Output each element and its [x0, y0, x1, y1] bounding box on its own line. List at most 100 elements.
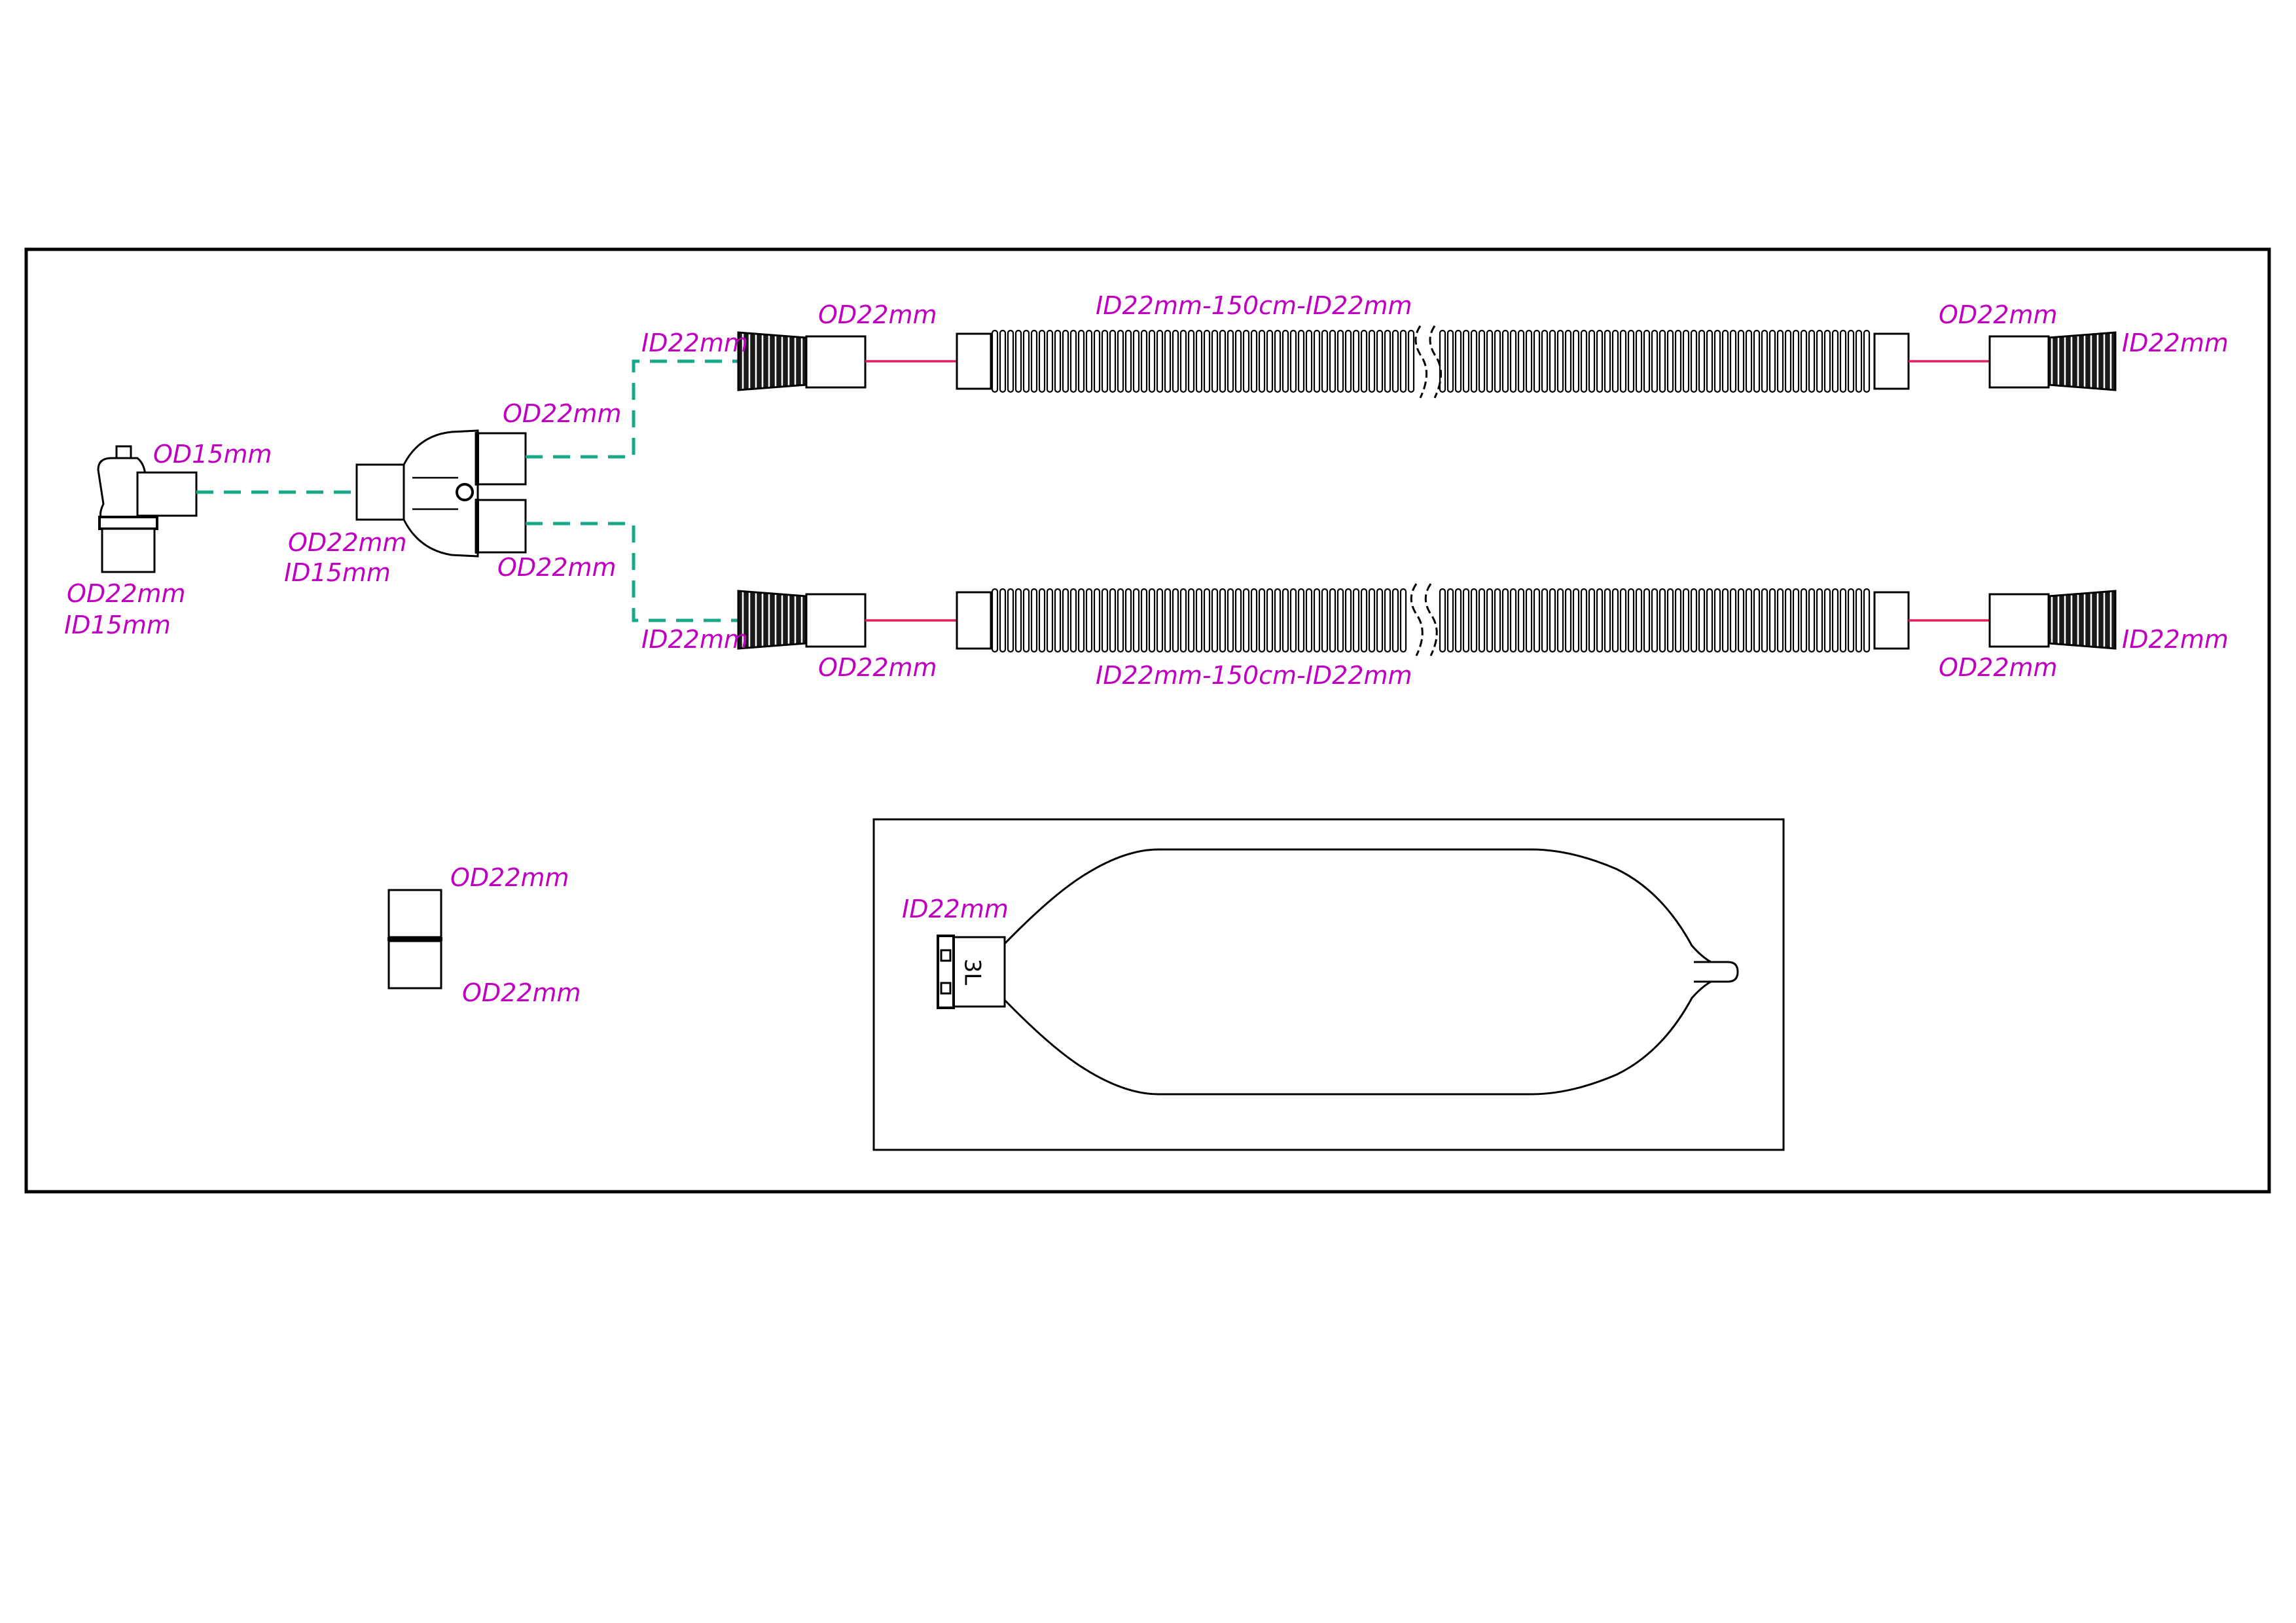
tube-rib	[1604, 329, 1611, 393]
bottom-tube-break-mark	[1424, 583, 1438, 656]
tube-rib	[1839, 329, 1847, 393]
tube-rib	[1211, 588, 1219, 653]
tube-rib	[1274, 329, 1282, 393]
bottom-tube-left-cuff	[956, 591, 992, 650]
tube-rib	[1588, 588, 1596, 653]
label-bottom-tube: ID22mm-150cm-ID22mm	[1096, 661, 1412, 690]
tube-rib	[1344, 329, 1352, 393]
tube-rib	[1564, 588, 1572, 653]
top-right-cuff	[2047, 331, 2117, 391]
tube-rib	[1549, 329, 1556, 393]
tube-rib	[1352, 588, 1360, 653]
label-wye-bottom-od: OD22mm	[497, 553, 617, 582]
tube-rib	[1069, 329, 1077, 393]
tube-rib	[1753, 329, 1761, 393]
tube-rib	[1289, 329, 1297, 393]
tube-rib	[1336, 588, 1344, 653]
tube-rib	[1713, 329, 1721, 393]
tube-rib	[1022, 588, 1030, 653]
label-elbow-bottom-id: ID15mm	[64, 611, 171, 639]
label-bottom-right-adapter-od: OD22mm	[1939, 653, 2058, 682]
tube-rib	[1179, 588, 1187, 653]
label-wye-in-id: ID15mm	[284, 558, 391, 587]
tube-rib	[1172, 329, 1179, 393]
dashed-connector-wye-to-bottom-limb	[526, 522, 738, 622]
label-bottom-right-cuff-id: ID22mm	[2122, 625, 2229, 654]
tube-rib	[1823, 588, 1831, 653]
tube-rib	[1344, 588, 1352, 653]
label-coupler-bottom-od: OD22mm	[462, 978, 581, 1007]
tube-rib	[1007, 588, 1014, 653]
tube-rib	[1329, 329, 1336, 393]
tube-rib	[1792, 588, 1800, 653]
label-top-tube: ID22mm-150cm-ID22mm	[1096, 291, 1412, 320]
tube-rib	[1651, 588, 1659, 653]
tube-rib	[1863, 329, 1871, 393]
tube-rib	[1611, 329, 1619, 393]
tube-rib	[1855, 588, 1863, 653]
tube-rib	[1847, 588, 1855, 653]
tube-rib	[1596, 588, 1604, 653]
tube-rib	[1494, 329, 1501, 393]
tube-rib	[1619, 329, 1627, 393]
tube-rib	[1478, 588, 1486, 653]
tube-rib	[1391, 588, 1399, 653]
tube-rib	[1627, 588, 1635, 653]
tube-rib	[1038, 329, 1046, 393]
tube-rib	[1069, 588, 1077, 653]
tube-rib	[1195, 329, 1203, 393]
tube-rib	[1501, 329, 1509, 393]
tube-rib	[1077, 329, 1085, 393]
tube-rib	[1768, 588, 1776, 653]
tube-rib	[1109, 329, 1117, 393]
tube-rib	[1203, 588, 1211, 653]
tube-rib	[1674, 588, 1682, 653]
tube-rib	[1132, 329, 1140, 393]
tube-rib	[1627, 329, 1635, 393]
tube-rib	[1360, 588, 1368, 653]
tube-rib	[1062, 329, 1069, 393]
label-wye-top-od: OD22mm	[503, 399, 622, 428]
tube-rib	[1863, 588, 1871, 653]
tube-rib	[1698, 329, 1706, 393]
tube-rib	[1721, 588, 1729, 653]
tube-rib	[1022, 329, 1030, 393]
label-wye-in-od: OD22mm	[288, 528, 407, 557]
tube-rib	[1227, 588, 1234, 653]
tube-rib	[1690, 588, 1698, 653]
tube-rib	[1564, 329, 1572, 393]
label-top-right-cuff-id: ID22mm	[2122, 329, 2229, 357]
tube-rib	[1666, 588, 1674, 653]
tube-rib	[1234, 588, 1242, 653]
tube-rib	[1800, 588, 1808, 653]
tube-rib	[1014, 588, 1022, 653]
bag-neck-slot	[940, 949, 952, 962]
top-right-adapter	[1988, 335, 2050, 389]
tube-rib	[1376, 329, 1384, 393]
tube-rib	[1109, 588, 1117, 653]
tube-rib	[1124, 329, 1132, 393]
tube-rib	[1179, 329, 1187, 393]
top-tube-corrugations	[991, 329, 1871, 393]
tube-rib	[1054, 588, 1062, 653]
tube-rib	[1172, 588, 1179, 653]
bottom-tube	[956, 583, 1910, 656]
tube-rib	[1541, 329, 1549, 393]
tube-rib	[1517, 329, 1525, 393]
tube-rib	[1549, 588, 1556, 653]
tube-rib	[1242, 588, 1250, 653]
bag-neck-slot	[940, 982, 952, 995]
tube-rib	[1077, 588, 1085, 653]
tube-rib	[1203, 329, 1211, 393]
tube-rib	[1470, 588, 1478, 653]
tube-rib	[1831, 329, 1839, 393]
tube-rib	[1823, 329, 1831, 393]
tube-rib	[1360, 329, 1368, 393]
tube-rib	[1698, 588, 1706, 653]
tube-rib	[1643, 588, 1651, 653]
bag-body	[1003, 848, 1719, 1096]
bag-neck-flange	[937, 935, 955, 1009]
tube-rib	[1588, 329, 1596, 393]
tube-rib	[1792, 329, 1800, 393]
tube-rib	[1258, 588, 1266, 653]
